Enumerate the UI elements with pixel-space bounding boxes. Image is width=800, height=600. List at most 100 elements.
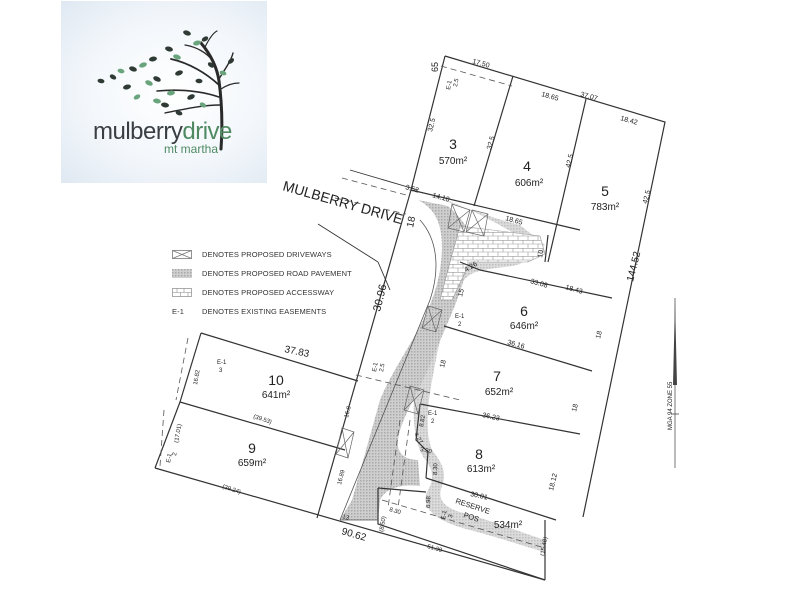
dim-label: 42.5 xyxy=(565,153,575,168)
easement-code: E-1 xyxy=(372,361,380,372)
legend: DENOTES PROPOSED DRIVEWAYS DENOTES PROPO… xyxy=(172,245,352,321)
lot-7-number: 7 xyxy=(493,368,501,384)
easement-width: 2 xyxy=(458,322,462,328)
driveway-cross-icon xyxy=(172,250,192,259)
dim-label: 18.43 xyxy=(564,284,583,296)
dim-label: 15 xyxy=(457,288,466,297)
dim-label: 90.62 xyxy=(340,526,368,544)
dim-label: 32.5 xyxy=(486,135,497,150)
dim-label: 18.42 xyxy=(619,115,638,127)
dim-label: 8.82 xyxy=(419,414,427,427)
lot-7-area: 652m² xyxy=(485,387,514,398)
dim-label: 8.30 xyxy=(388,507,402,516)
lot-10-number: 10 xyxy=(268,372,284,388)
lot-3-number: 3 xyxy=(449,136,457,152)
lot-boundaries xyxy=(154,55,666,581)
logo-panel: mulberrydrive mt martha xyxy=(61,1,267,183)
lot-labels: 3 570m² 4 606m² 5 783m² 6 646m² 7 652m² … xyxy=(238,136,620,531)
lot-4-area: 606m² xyxy=(515,178,544,189)
dim-label: 144.52 xyxy=(625,250,643,283)
lot-8-area: 613m² xyxy=(467,464,496,475)
easement-labels: E-1 2.5 E-1 2 E-1 2.5 E-1 2 E-1 3 E-1 2 … xyxy=(166,77,465,520)
legend-label: DENOTES PROPOSED ROAD PAVEMENT xyxy=(202,269,352,278)
dim-label: 18.65 xyxy=(504,215,523,227)
dim-label: 3.52 xyxy=(404,184,419,195)
dim-label: 14.10 xyxy=(431,192,450,204)
dim-label: (39.24) xyxy=(221,484,241,496)
dim-label: 16.89 xyxy=(337,469,347,486)
dim-label: 18 xyxy=(439,359,448,368)
legend-item-road-pavement: DENOTES PROPOSED ROAD PAVEMENT xyxy=(172,264,352,283)
dim-label: 17.50 xyxy=(471,58,490,70)
easement-code: E-1 xyxy=(446,79,454,90)
easement-width: 2 xyxy=(172,451,179,456)
easement-code: E-1 xyxy=(166,452,174,463)
dim-label: 42.5 xyxy=(642,189,652,204)
lot-8-number: 8 xyxy=(475,446,483,462)
legend-label: DENOTES PROPOSED DRIVEWAYS xyxy=(202,250,332,259)
dim-label: (17.01) xyxy=(174,424,183,444)
accessway xyxy=(439,225,546,301)
easement-code: E-1 xyxy=(172,307,184,316)
dim-label: (15.40) xyxy=(540,537,549,557)
dim-label: 13 xyxy=(341,514,350,522)
logo-subtitle: mt martha xyxy=(164,142,219,156)
legend-label: DENOTES EXISTING EASEMENTS xyxy=(202,307,327,316)
dim-label: 33.08 xyxy=(529,278,548,290)
accessway-brick-icon xyxy=(172,288,192,297)
dim-label: 37.07 xyxy=(579,91,598,103)
dim-label: 3.30 xyxy=(420,447,433,455)
dim-label: 65 xyxy=(430,62,440,72)
lot-6-area: 646m² xyxy=(510,321,539,332)
dim-label: 32.5 xyxy=(427,117,437,132)
dim-label: 36.23 xyxy=(482,412,501,423)
legend-item-driveways: DENOTES PROPOSED DRIVEWAYS xyxy=(172,245,352,264)
dim-label: 18 xyxy=(571,403,580,412)
lot-4-number: 4 xyxy=(523,158,531,174)
dim-label: 16.8 xyxy=(344,405,353,418)
easement-code: E-1 xyxy=(217,360,227,366)
easement-lines xyxy=(159,65,546,549)
lot-5-number: 5 xyxy=(601,183,609,199)
lot-3-area: 570m² xyxy=(439,156,468,167)
north-arrow-icon xyxy=(671,298,679,468)
lot-9-area: 659m² xyxy=(238,458,267,469)
dim-label: 51.38 xyxy=(426,544,443,554)
dim-label: 8.30 xyxy=(433,463,439,476)
dim-label: 16.82 xyxy=(193,369,202,385)
lot-5-area: 783m² xyxy=(591,202,620,213)
easement-width: 2 xyxy=(431,419,435,425)
easement-code: E-1 xyxy=(428,411,438,417)
dim-label: 10 xyxy=(537,249,545,258)
legend-item-accessway: DENOTES PROPOSED ACCESSWAY xyxy=(172,283,352,302)
dim-label: 37.83 xyxy=(283,344,310,360)
dim-label: 18.12 xyxy=(548,473,559,492)
legend-item-easements: E-1 DENOTES EXISTING EASEMENTS xyxy=(172,302,352,321)
easement-width: 3 xyxy=(448,513,455,518)
logo-wordmark: mulberrydrive xyxy=(93,118,232,145)
dim-label: 6.98 xyxy=(426,496,432,509)
easement-code: E-1 xyxy=(455,314,465,320)
street-name: MULBERRY DRIVE xyxy=(281,178,405,228)
dim-label: 36.16 xyxy=(506,339,525,351)
tree-icon xyxy=(97,30,240,151)
dim-label: 18 xyxy=(595,330,604,339)
easement-width: 2.5 xyxy=(453,77,460,87)
lot-10-area: 641m² xyxy=(262,390,291,401)
lot-6-number: 6 xyxy=(520,303,528,319)
street-width: 18 xyxy=(405,215,418,229)
dim-label: 30.01 xyxy=(470,491,489,502)
lot-9-number: 9 xyxy=(248,440,256,456)
easement-width: 2.5 xyxy=(379,362,386,372)
north-arrow-label: MGA 94 ZONE 55 xyxy=(668,381,674,430)
driveway-crosses xyxy=(335,203,489,459)
dim-label: 30.96 xyxy=(371,283,389,313)
easement-width: 3 xyxy=(219,368,223,374)
dim-label: (8.50) xyxy=(379,516,388,532)
dim-label: 4.27 xyxy=(412,432,423,446)
dim-label: 18.65 xyxy=(540,91,559,103)
road-pavement-hatch-icon xyxy=(172,269,192,278)
legend-label: DENOTES PROPOSED ACCESSWAY xyxy=(202,288,335,297)
reserve-area: 534m² xyxy=(494,520,523,531)
easement-code: E-1 xyxy=(441,509,449,520)
